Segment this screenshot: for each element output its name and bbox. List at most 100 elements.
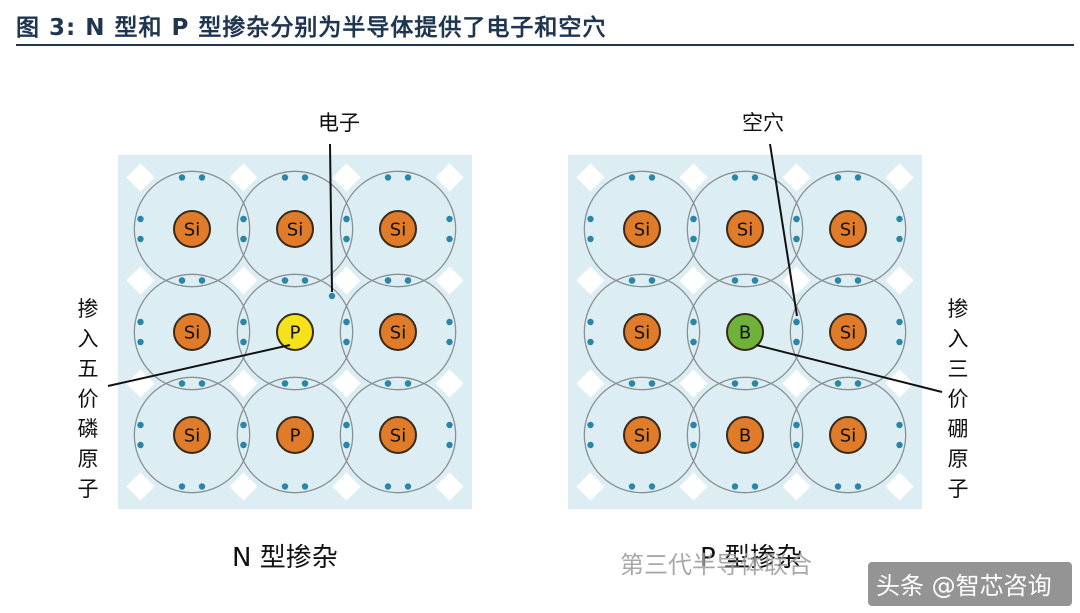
silicon-atom	[623, 416, 661, 454]
valence-electron	[446, 338, 453, 346]
valence-electron	[751, 174, 759, 181]
side-label-char: 子	[78, 477, 99, 501]
hole-pointer	[769, 143, 798, 317]
valence-electron	[301, 174, 309, 181]
valence-electron	[198, 174, 206, 181]
side-label-char: 三	[948, 357, 969, 381]
valence-electron	[731, 174, 739, 181]
valence-electron	[240, 318, 247, 326]
valence-electron	[198, 277, 206, 284]
valence-electron	[834, 483, 842, 490]
silicon-atom-label: Si	[634, 323, 650, 344]
valence-electron	[690, 215, 697, 223]
valence-electron	[896, 215, 903, 223]
title-divider	[16, 44, 1074, 46]
side-label-char: 原	[948, 447, 969, 471]
valence-electron	[178, 277, 186, 284]
valence-electron	[751, 380, 759, 387]
valence-electron	[384, 380, 392, 387]
valence-electron	[793, 441, 800, 449]
bond-orbit	[133, 170, 251, 288]
valence-electron	[648, 483, 656, 490]
valence-electron	[137, 441, 144, 449]
silicon-atom	[379, 313, 417, 351]
silicon-atom	[173, 210, 211, 248]
valence-electron	[690, 318, 697, 326]
valence-electron	[343, 338, 350, 346]
lattice-gap	[782, 369, 811, 398]
side-label-char: 五	[78, 357, 99, 381]
valence-electron	[587, 338, 594, 346]
valence-electron	[384, 483, 392, 490]
valence-electron	[343, 235, 350, 243]
watermark-badge-text: 头条 @智芯咨询	[876, 572, 1052, 600]
valence-electron	[896, 235, 903, 243]
silicon-atom	[623, 210, 661, 248]
bond-orbit	[236, 170, 354, 288]
silicon-atom-label: Si	[184, 323, 200, 344]
valence-electron	[834, 277, 842, 284]
lattice-gap	[782, 163, 811, 192]
valence-electron	[404, 277, 412, 284]
phosphorus-pointer	[107, 344, 291, 387]
lattice-gap	[435, 472, 464, 501]
valence-electron	[648, 174, 656, 181]
valence-electron	[137, 235, 144, 243]
lattice-gap	[679, 163, 708, 192]
lattice-gap	[126, 472, 155, 501]
lattice-gap	[885, 472, 914, 501]
valence-electron	[731, 483, 739, 490]
valence-electron	[404, 174, 412, 181]
valence-electron	[384, 174, 392, 181]
valence-electron	[628, 277, 636, 284]
bond-orbit	[583, 170, 701, 288]
lattice-gap	[576, 369, 605, 398]
valence-electron	[301, 380, 309, 387]
silicon-atom-label: Si	[184, 220, 200, 241]
lattice-gap	[229, 163, 258, 192]
bond-orbit	[789, 170, 907, 288]
valence-electron	[137, 421, 144, 429]
silicon-atom	[379, 416, 417, 454]
valence-electron	[690, 441, 697, 449]
valence-electron	[240, 338, 247, 346]
valence-electron	[137, 338, 144, 346]
valence-electron	[587, 421, 594, 429]
boron-atom	[726, 416, 764, 454]
lattice-gap	[885, 266, 914, 295]
valence-electron	[446, 421, 453, 429]
valence-electron	[834, 380, 842, 387]
valence-electron	[751, 483, 759, 490]
lattice-gap	[435, 163, 464, 192]
valence-electron	[281, 483, 289, 490]
lattice-gap	[332, 472, 361, 501]
silicon-atom-label: Si	[390, 426, 406, 447]
silicon-atom	[276, 210, 314, 248]
valence-electron	[896, 421, 903, 429]
valence-electron	[731, 380, 739, 387]
valence-electron	[628, 483, 636, 490]
silicon-atom	[623, 313, 661, 351]
valence-electron	[240, 215, 247, 223]
p-type-caption: P 型掺杂	[700, 543, 802, 573]
lattice-gap	[576, 266, 605, 295]
valence-electron	[690, 338, 697, 346]
lattice-gap	[885, 369, 914, 398]
valence-electron	[137, 318, 144, 326]
valence-electron	[343, 421, 350, 429]
valence-electron	[587, 318, 594, 326]
silicon-atom-label: Si	[840, 220, 856, 241]
lattice-gap	[679, 369, 708, 398]
silicon-atom-label: Si	[184, 426, 200, 447]
side-label-char: 原	[78, 447, 99, 471]
valence-electron	[587, 235, 594, 243]
valence-electron	[690, 421, 697, 429]
valence-electron	[854, 380, 862, 387]
bond-orbit	[583, 273, 701, 391]
valence-electron	[628, 380, 636, 387]
silicon-atom	[379, 210, 417, 248]
valence-electron	[198, 380, 206, 387]
bond-orbit	[686, 273, 804, 391]
